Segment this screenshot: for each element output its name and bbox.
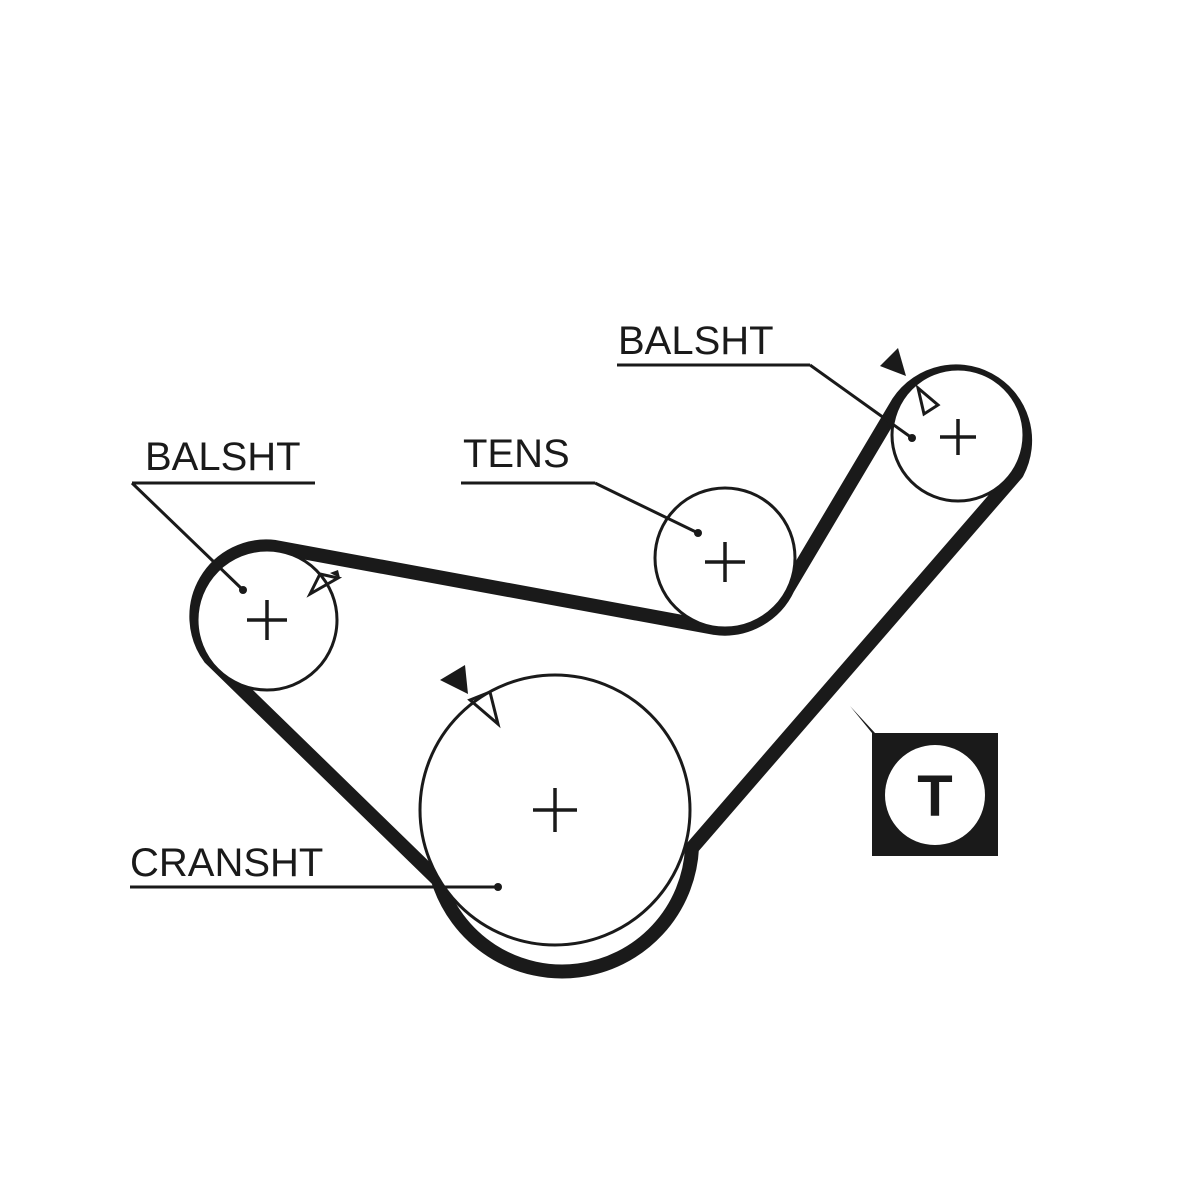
balance-shaft-right-pulley (890, 367, 1026, 503)
label-crankshaft-text: CRANSHT (130, 841, 323, 885)
tensioner-symbol-letter: T (917, 764, 952, 829)
label-balance-shaft-left: BALSHT (130, 435, 315, 594)
label-balance-shaft-right-text: BALSHT (618, 319, 774, 363)
label-tensioner-text: TENS (463, 432, 570, 476)
timing-mark-balance-right (880, 348, 941, 417)
tensioner-symbol: T (850, 706, 998, 856)
tensioner-pulley (653, 486, 797, 630)
crankshaft-pulley (418, 673, 692, 947)
timing-mark-crankshaft (440, 665, 501, 729)
label-balance-shaft-right: BALSHT (617, 319, 916, 442)
timing-mark-balance-left (306, 570, 343, 598)
label-balance-shaft-left-text: BALSHT (145, 435, 301, 479)
balance-shaft-left-pulley (195, 548, 339, 692)
label-tensioner: TENS (461, 432, 702, 537)
label-crankshaft: CRANSHT (130, 841, 502, 891)
